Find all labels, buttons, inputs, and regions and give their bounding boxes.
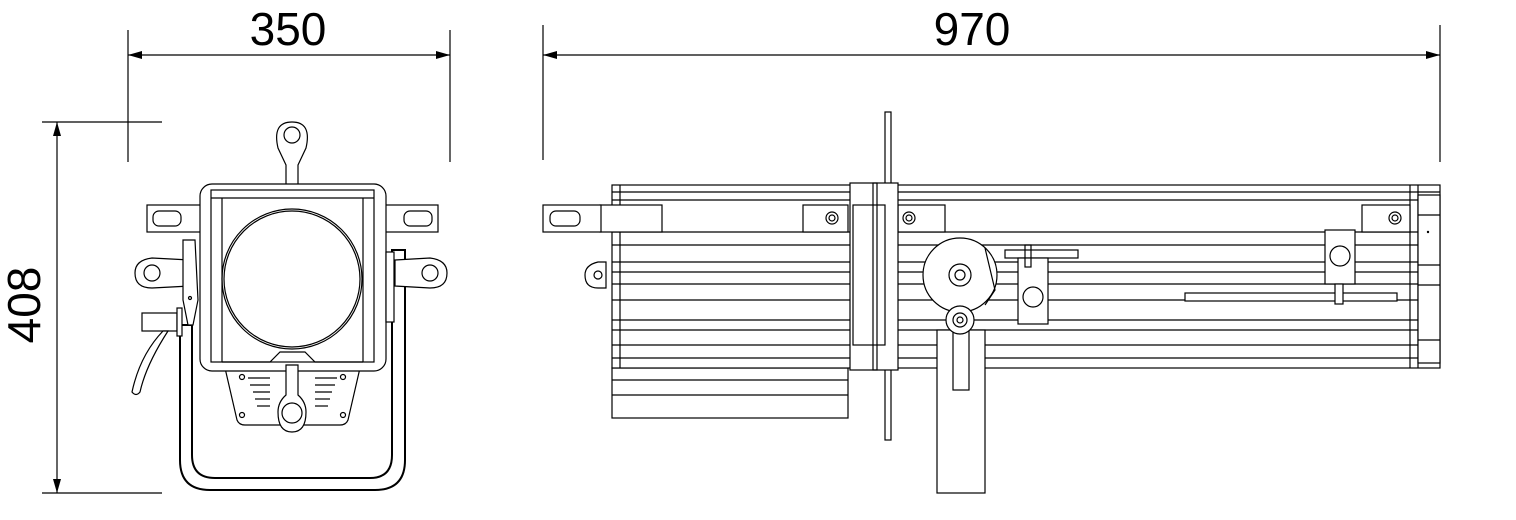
side-view bbox=[542, 111, 1441, 494]
dimension-width-label: 350 bbox=[250, 3, 327, 55]
dimension-height: 408 bbox=[0, 121, 162, 494]
dimension-height-label: 408 bbox=[0, 267, 50, 344]
dimension-width: 350 bbox=[127, 3, 451, 162]
dimension-length-label: 970 bbox=[934, 3, 1011, 55]
dimension-length: 970 bbox=[542, 3, 1441, 162]
front-view bbox=[131, 121, 448, 491]
